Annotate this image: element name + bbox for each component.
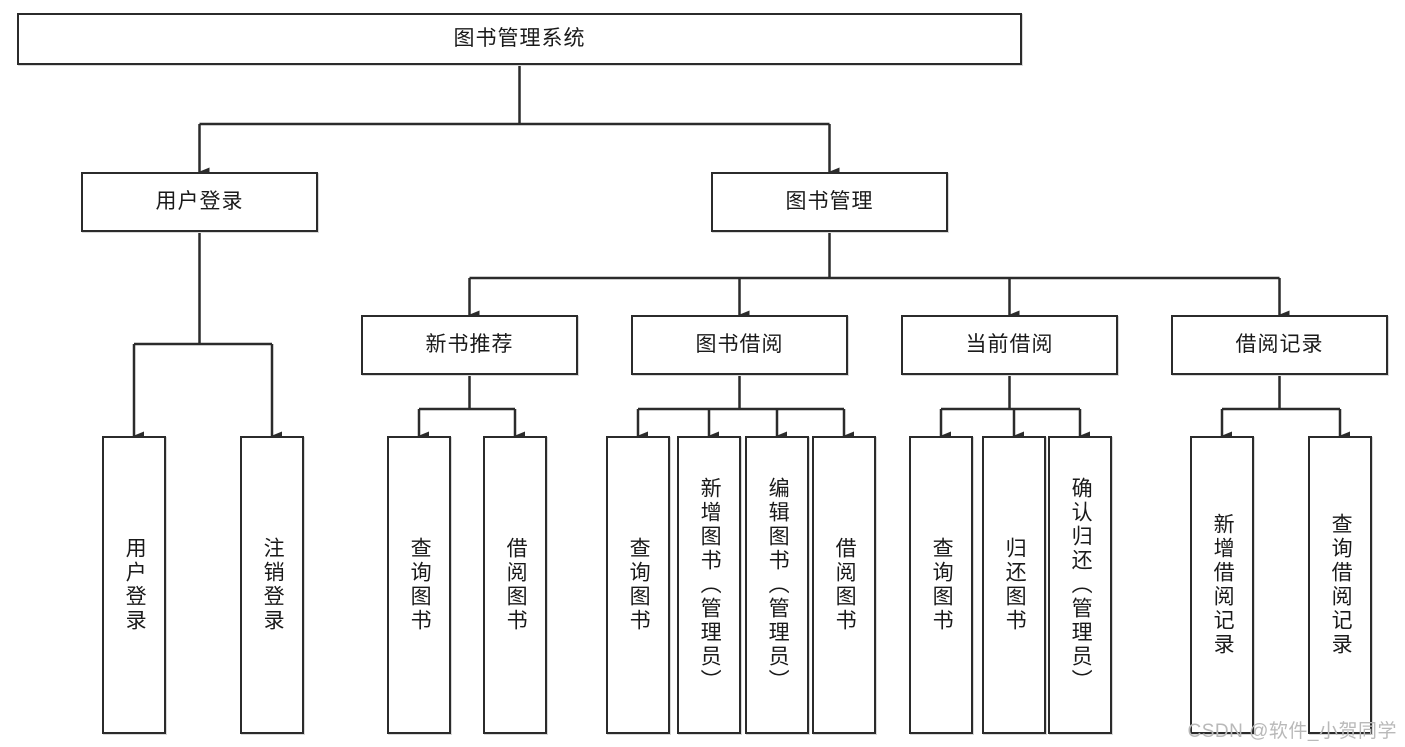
node-leaf-borrow-books-recommend[interactable]: 借阅图书 (483, 436, 547, 734)
node-label: 编辑图书（管理员） (766, 477, 790, 693)
node-label: 图书管理 (785, 189, 874, 213)
node-label: 用户登录 (123, 537, 147, 633)
node-label: 查询图书 (930, 537, 954, 633)
node-borrow-records[interactable]: 借阅记录 (1171, 315, 1388, 375)
node-label: 借阅图书 (833, 537, 857, 633)
node-label: 归还图书 (1003, 537, 1027, 633)
node-current-borrow[interactable]: 当前借阅 (901, 315, 1118, 375)
node-new-book-recommend[interactable]: 新书推荐 (361, 315, 578, 375)
node-label: 新书推荐 (425, 332, 514, 356)
node-leaf-logout-login[interactable]: 注销登录 (240, 436, 304, 734)
node-leaf-return-books[interactable]: 归还图书 (982, 436, 1046, 734)
node-leaf-query-books-borrow[interactable]: 查询图书 (606, 436, 670, 734)
node-leaf-edit-book-admin[interactable]: 编辑图书（管理员） (745, 436, 809, 734)
node-label: 借阅记录 (1235, 332, 1324, 356)
node-label: 图书借阅 (695, 332, 784, 356)
node-root[interactable]: 图书管理系统 (17, 13, 1022, 65)
node-leaf-borrow-books[interactable]: 借阅图书 (812, 436, 876, 734)
node-label: 注销登录 (261, 537, 285, 633)
node-book-borrow[interactable]: 图书借阅 (631, 315, 848, 375)
node-label: 当前借阅 (965, 332, 1054, 356)
node-leaf-add-book-admin[interactable]: 新增图书（管理员） (677, 436, 741, 734)
node-leaf-query-books-recommend[interactable]: 查询图书 (387, 436, 451, 734)
node-label: 新增借阅记录 (1211, 513, 1235, 657)
node-leaf-user-login[interactable]: 用户登录 (102, 436, 166, 734)
node-leaf-query-borrow-record[interactable]: 查询借阅记录 (1308, 436, 1372, 734)
node-label: 图书管理系统 (453, 26, 586, 50)
node-leaf-query-books-current[interactable]: 查询图书 (909, 436, 973, 734)
node-label: 确认归还（管理员） (1069, 477, 1093, 693)
node-label: 查询借阅记录 (1329, 513, 1353, 657)
node-label: 查询图书 (408, 537, 432, 633)
node-leaf-add-borrow-record[interactable]: 新增借阅记录 (1190, 436, 1254, 734)
node-leaf-confirm-return-admin[interactable]: 确认归还（管理员） (1048, 436, 1112, 734)
node-book-management[interactable]: 图书管理 (711, 172, 948, 232)
node-label: 新增图书（管理员） (698, 477, 722, 693)
csdn-watermark: CSDN @软件_小贺同学 (1187, 721, 1397, 742)
node-label: 借阅图书 (504, 537, 528, 633)
node-user-login[interactable]: 用户登录 (81, 172, 318, 232)
edges-group (132, 65, 1350, 441)
node-label: 查询图书 (627, 537, 651, 633)
node-label: 用户登录 (155, 189, 244, 213)
